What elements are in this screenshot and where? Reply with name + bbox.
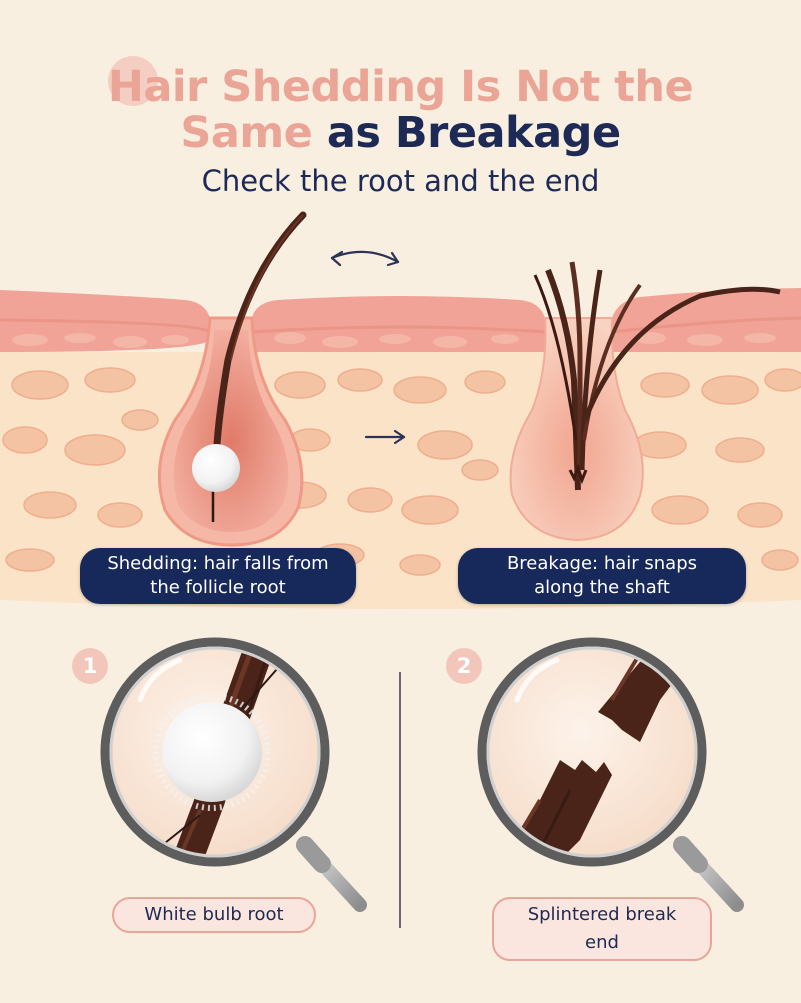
title-line-2-pink: Same — [180, 108, 313, 158]
step-1-label: White bulb root — [112, 897, 316, 933]
step-1-badge: 1 — [72, 648, 108, 684]
breakage-callout-line-1: Breakage: hair snaps — [506, 553, 698, 574]
magnifier-white-bulb-icon — [100, 637, 367, 912]
title-line-1: Hair Shedding Is Not the — [107, 62, 694, 112]
shedding-callout: Shedding: hair falls from the follicle r… — [80, 548, 356, 604]
breakage-callout: Breakage: hair snaps along the shaft — [458, 548, 746, 604]
breakage-follicle — [509, 261, 781, 542]
right-arrow-icon — [364, 429, 406, 445]
step-2-label: Splintered break end — [492, 897, 712, 961]
dermis-cells — [2, 367, 801, 576]
epidermis-layer — [0, 288, 801, 352]
shedding-callout-line-2: the follicle root — [150, 577, 286, 598]
white-bulb-icon — [192, 444, 240, 492]
shedding-follicle — [157, 211, 307, 547]
shedding-callout-line-1: Shedding: hair falls from — [107, 553, 329, 574]
step-2-badge: 2 — [446, 648, 482, 684]
breakage-callout-line-2: along the shaft — [534, 577, 670, 598]
title-line-2-navy: as Breakage — [326, 108, 621, 158]
subtitle: Check the root and the end — [201, 164, 600, 198]
title-line-2: Same as Breakage — [0, 108, 801, 158]
magnifier-split-end-icon — [477, 637, 744, 912]
double-arrow-icon — [330, 250, 400, 267]
epidermis-cells — [12, 332, 776, 348]
title-accent-dot — [108, 56, 158, 106]
